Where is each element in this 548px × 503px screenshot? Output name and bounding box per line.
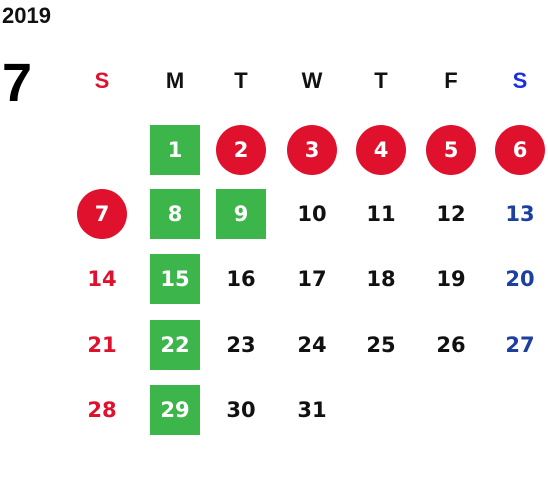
day-cell-22[interactable]: 22	[150, 320, 200, 370]
weekday-header-thu: T	[374, 68, 388, 93]
day-cell-25[interactable]: 25	[366, 333, 396, 357]
day-cell-3[interactable]: 3	[287, 125, 337, 175]
day-cell-9[interactable]: 9	[216, 189, 266, 239]
day-cell-1[interactable]: 1	[150, 125, 200, 175]
month-number: 7	[2, 53, 33, 113]
day-cell-5[interactable]: 5	[426, 125, 476, 175]
weekday-header-mon: M	[165, 68, 185, 93]
day-cell-28[interactable]: 28	[87, 398, 117, 422]
day-cell-19[interactable]: 19	[436, 267, 466, 291]
day-cell-18[interactable]: 18	[366, 267, 396, 291]
day-cell-6[interactable]: 6	[495, 125, 545, 175]
day-cell-4[interactable]: 4	[356, 125, 406, 175]
day-cell-8[interactable]: 8	[150, 189, 200, 239]
day-cell-24[interactable]: 24	[297, 333, 327, 357]
day-cell-29[interactable]: 29	[150, 385, 200, 435]
weekday-header-wed: W	[301, 68, 323, 93]
day-cell-17[interactable]: 17	[297, 267, 327, 291]
day-cell-31[interactable]: 31	[297, 398, 327, 422]
day-cell-21[interactable]: 21	[87, 333, 117, 357]
day-cell-23[interactable]: 23	[226, 333, 256, 357]
day-cell-15[interactable]: 15	[150, 254, 200, 304]
weekday-header-fri: F	[444, 68, 458, 93]
day-cell-10[interactable]: 10	[297, 202, 327, 226]
day-cell-26[interactable]: 26	[436, 333, 466, 357]
year-label: 2019	[2, 3, 51, 28]
weekday-header-tue: T	[234, 68, 248, 93]
day-cell-16[interactable]: 16	[226, 267, 256, 291]
day-cell-20[interactable]: 20	[505, 267, 535, 291]
day-cell-27[interactable]: 27	[505, 333, 535, 357]
weekday-header-sun: S	[94, 68, 110, 93]
day-cell-11[interactable]: 11	[366, 202, 396, 226]
day-cell-2[interactable]: 2	[216, 125, 266, 175]
day-cell-30[interactable]: 30	[226, 398, 256, 422]
day-cell-7[interactable]: 7	[77, 189, 127, 239]
day-cell-14[interactable]: 14	[87, 267, 117, 291]
weekday-header-sat: S	[512, 68, 528, 93]
day-cell-13[interactable]: 13	[505, 202, 535, 226]
day-cell-12[interactable]: 12	[436, 202, 466, 226]
